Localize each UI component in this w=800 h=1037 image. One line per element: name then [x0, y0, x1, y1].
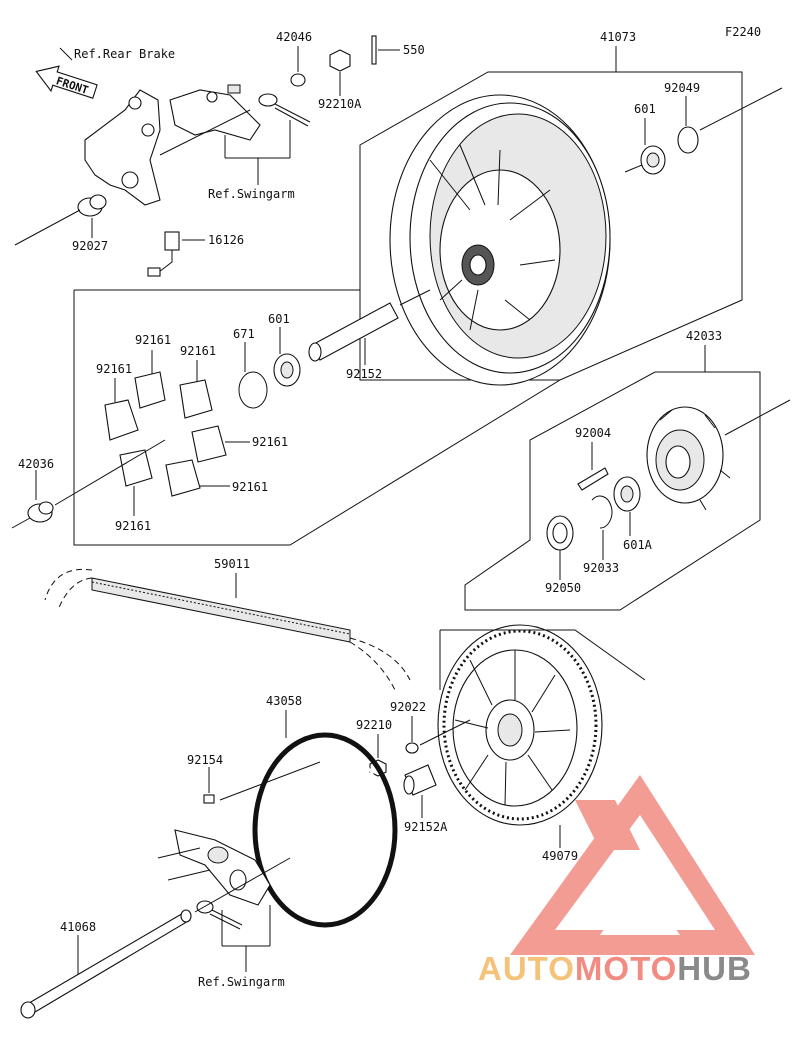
belt-guard-43058 [252, 732, 398, 928]
part-92161-b-label: 92161 [180, 344, 216, 358]
part-42036-label: 42036 [18, 457, 54, 471]
adjuster-bolt [258, 93, 311, 127]
diagram-code: F2240 [725, 25, 761, 39]
spacer-92152 [308, 302, 399, 362]
part-550-label: 550 [403, 43, 425, 57]
adjuster-bolt-lower [196, 900, 243, 930]
coupling-hub [646, 406, 731, 511]
bolt-92154 [203, 794, 215, 804]
part-92027-label: 92027 [72, 239, 108, 253]
part-92161-d-label: 92161 [252, 435, 288, 449]
part-92161-c-label: 92161 [96, 362, 132, 376]
part-92022-label: 92022 [390, 700, 426, 714]
part-49079-label: 49079 [542, 849, 578, 863]
air-valve-16126 [147, 231, 180, 277]
brake-bracket [84, 89, 161, 206]
collar-92027 [77, 194, 107, 217]
part-92004-label: 92004 [575, 426, 611, 440]
rear-axle-41068 [20, 909, 192, 1019]
part-43058-label: 43058 [266, 694, 302, 708]
part-92210A-label: 92210A [318, 97, 362, 111]
automotohub-wordmark: AUTOMOTOHUB [478, 950, 752, 988]
part-42046-label: 42046 [276, 30, 312, 44]
part-42033-label: 42033 [686, 329, 722, 343]
part-601-upper-label: 601 [634, 102, 656, 116]
part-92033-label: 92033 [583, 561, 619, 575]
collar-92152A [403, 764, 437, 796]
part-92210-label: 92210 [356, 718, 392, 732]
part-41068-label: 41068 [60, 920, 96, 934]
nut-92210A [329, 49, 351, 72]
cotter-pin-550 [371, 35, 377, 65]
circlip-92033 [591, 495, 613, 529]
oring-671 [238, 371, 268, 409]
damper-rubbers [104, 371, 227, 497]
part-92152-label: 92152 [346, 367, 382, 381]
washer-42046 [290, 73, 306, 87]
part-92161-f-label: 92161 [115, 519, 151, 533]
wordmark-auto: AUTO [478, 950, 575, 987]
part-92161-a-label: 92161 [135, 333, 171, 347]
part-601A-label: 601A [623, 538, 653, 552]
part-59011-label: 59011 [214, 557, 250, 571]
coupling-frame [464, 371, 761, 611]
part-671-label: 671 [233, 327, 255, 341]
automotohub-logo [510, 775, 755, 955]
part-601-mid-label: 601 [268, 312, 290, 326]
part-92049-label: 92049 [664, 81, 700, 95]
damper-assembly-frame [73, 289, 561, 546]
ref-rear-brake-label: Ref.Rear Brake [74, 47, 175, 61]
part-41073-label: 41073 [600, 30, 636, 44]
ref-swingarm-bottom-label: Ref.Swingarm [198, 975, 285, 989]
part-92050-label: 92050 [545, 581, 581, 595]
ref-swingarm-top-label: Ref.Swingarm [208, 187, 295, 201]
part-92152A-label: 92152A [404, 820, 448, 834]
stud-92004 [577, 467, 609, 491]
seal-92049 [677, 126, 699, 154]
rear-wheel-rim [389, 94, 611, 386]
drive-belt-59011 [44, 568, 411, 691]
rear-sprocket-49079 [437, 624, 603, 826]
part-92154-label: 92154 [187, 753, 223, 767]
part-92161-e-label: 92161 [232, 480, 268, 494]
washer-92022 [405, 742, 419, 754]
wordmark-hub: HUB [677, 950, 752, 987]
caliper-bracket [169, 84, 261, 141]
front-arrow: FRONT [35, 65, 98, 99]
wordmark-moto: MOTO [574, 950, 678, 987]
part-16126-label: 16126 [208, 233, 244, 247]
